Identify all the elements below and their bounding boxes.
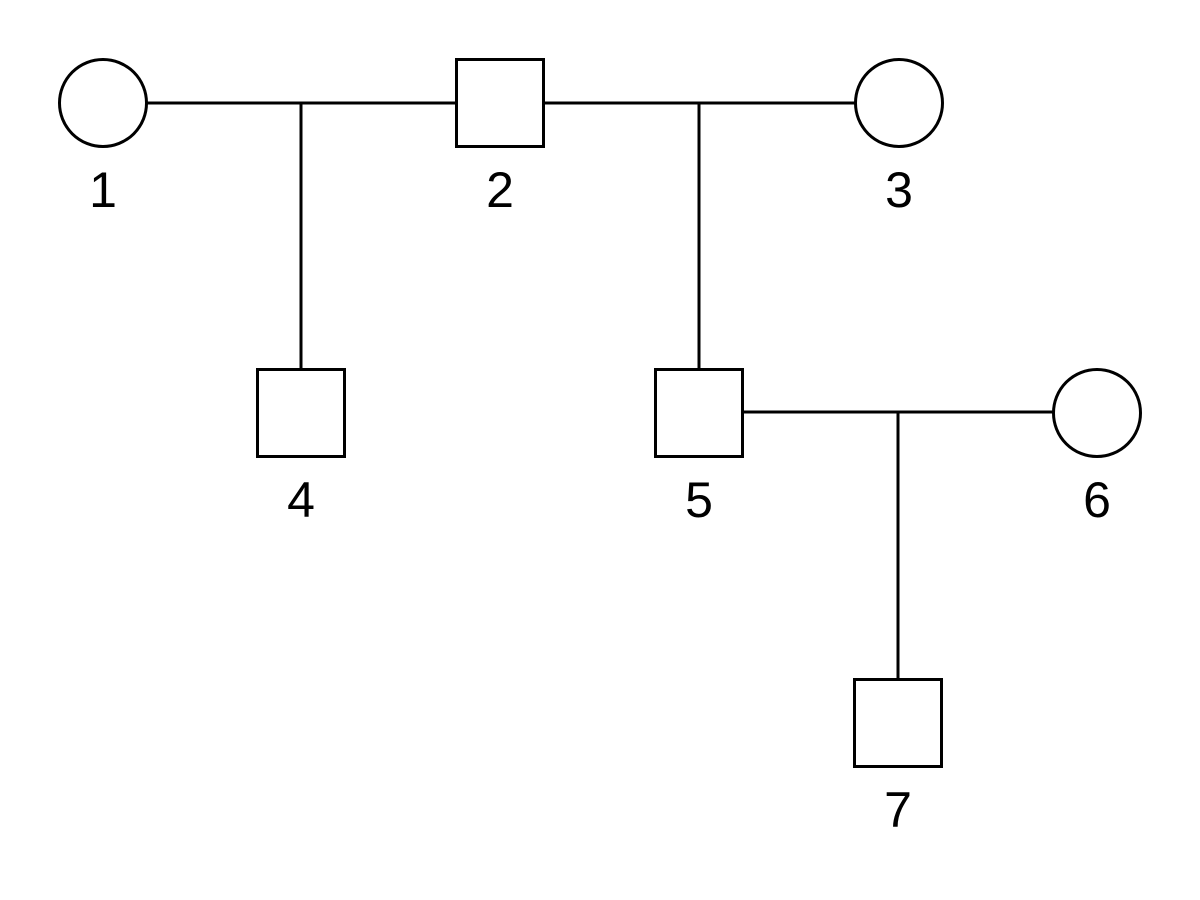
individual-3-label: 3	[885, 162, 913, 218]
individual-6-label: 6	[1083, 472, 1111, 528]
individual-7-male-square-symbol	[853, 678, 943, 768]
individual-7-label: 7	[884, 782, 912, 838]
individual-4-male-square-symbol	[256, 368, 346, 458]
individual-3-female-circle-symbol	[854, 58, 944, 148]
individual-1-label: 1	[89, 162, 117, 218]
individual-2-label: 2	[486, 162, 514, 218]
individual-1-female-circle-symbol	[58, 58, 148, 148]
individual-6-female-circle-symbol	[1052, 368, 1142, 458]
individual-5-male-square-symbol	[654, 368, 744, 458]
individual-4-label: 4	[287, 472, 315, 528]
individual-5-label: 5	[685, 472, 713, 528]
individual-2-male-square-symbol	[455, 58, 545, 148]
